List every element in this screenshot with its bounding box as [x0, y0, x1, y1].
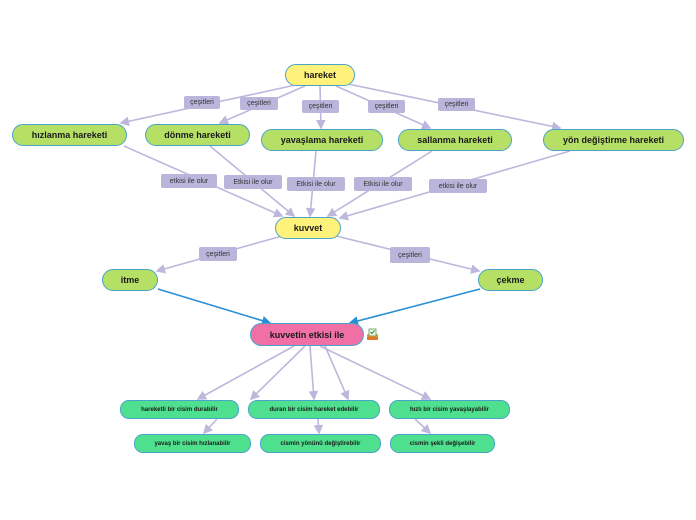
- edge-etki-yon: [308, 345, 319, 401]
- edge-durabilir-hizlanabilir: [202, 418, 218, 435]
- node-donme-hareketi[interactable]: dönme hareketi: [145, 124, 250, 146]
- node-hizli-cisim-yavaslayabilir[interactable]: hızlı bir cisim yavaşlayabilir: [389, 400, 510, 419]
- notes-icon[interactable]: [366, 328, 379, 341]
- node-kuvvetin-etkisi-ile[interactable]: kuvvetin etkisi ile: [250, 323, 364, 346]
- node-cismin-yonunu-degistirebilir[interactable]: cismin yönünü değiştirebilir: [260, 434, 381, 453]
- edge-itme-etki: [157, 288, 272, 326]
- edge-label-types: çeşitleri: [390, 247, 430, 263]
- node-yavaslama-hareketi[interactable]: yavaşlama hareketi: [261, 129, 383, 151]
- edge-label-types: çeşitleri: [199, 247, 237, 261]
- node-itme[interactable]: itme: [102, 269, 158, 291]
- edge-etki-hareket: [249, 345, 306, 401]
- node-yon-degistirme-hareketi[interactable]: yön değiştirme hareketi: [543, 129, 684, 151]
- edge-yavaslayabilir-sekli: [414, 418, 432, 435]
- node-sallanma-hareketi[interactable]: sallanma hareketi: [398, 129, 512, 151]
- edge-label-types: çeşitleri: [240, 97, 278, 110]
- node-duran-cisim-hareket-edebilir[interactable]: duran bir cisim hareket edebilir: [248, 400, 380, 419]
- edge-cekme-etki: [348, 288, 481, 326]
- node-hareket[interactable]: hareket: [285, 64, 355, 86]
- edge-label-effect: Etkisi ile olur: [224, 175, 282, 189]
- edge-label-effect: Etkisi ile olur: [354, 177, 412, 191]
- edge-hareket-yonu: [313, 418, 324, 435]
- edge-label-types: çeşitleri: [438, 98, 475, 111]
- edge-label-effect: etkisi ile olur: [429, 179, 487, 193]
- edge-etki-durabilir: [196, 345, 295, 400]
- edge-label-effect: Etkisi ile olur: [287, 177, 345, 191]
- edge-etki-sekil: [324, 345, 350, 401]
- edge-etki-yavaslayabilir: [319, 345, 432, 400]
- edge-label-effect: etkisi ile olur: [161, 174, 217, 188]
- edge-label-types: çeşitleri: [368, 100, 405, 113]
- node-kuvvet[interactable]: kuvvet: [275, 217, 341, 239]
- node-cekme[interactable]: çekme: [478, 269, 543, 291]
- node-hareketli-cisim-durabilir[interactable]: hareketli bir cisim durabilir: [120, 400, 239, 419]
- edge-label-types: çeşitleri: [184, 96, 220, 109]
- node-hizlanma-hareketi[interactable]: hızlanma hareketi: [12, 124, 127, 146]
- edge-label-types: çeşitleri: [302, 100, 339, 113]
- node-cismin-sekli-degisebilir[interactable]: cismin şekli değişebilir: [390, 434, 495, 453]
- node-yavas-cisim-hizlanabilir[interactable]: yavaş bir cisim hızlanabilir: [134, 434, 251, 453]
